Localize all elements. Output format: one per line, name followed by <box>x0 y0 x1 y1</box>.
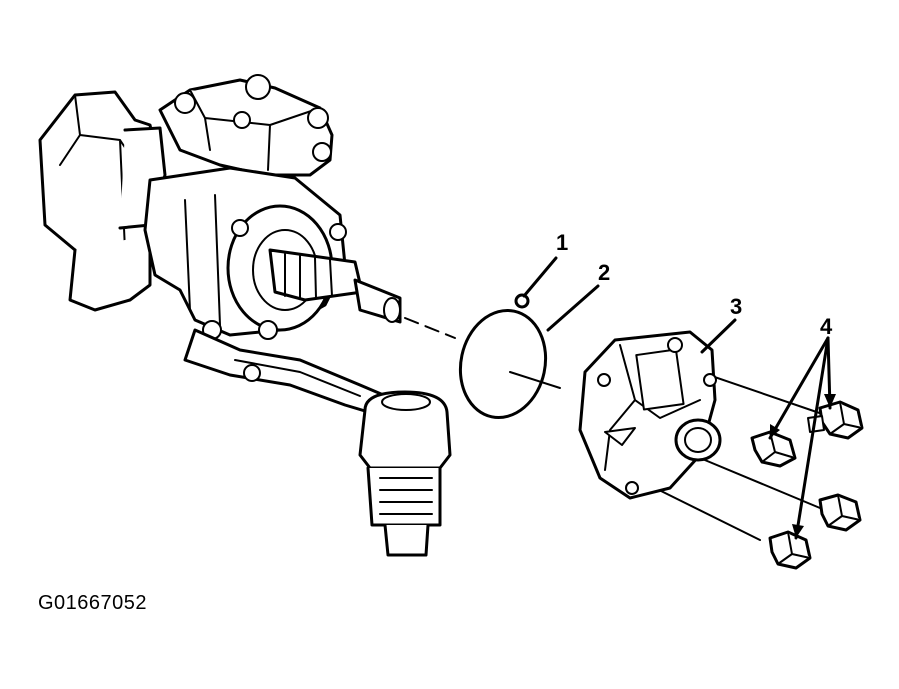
callout-1: 1 <box>556 230 568 255</box>
o-ring-seal <box>514 293 530 309</box>
callout-4: 4 <box>820 314 833 339</box>
bolt-c <box>818 493 862 532</box>
housing-end-cover <box>578 330 722 500</box>
callout-2: 2 <box>598 260 610 285</box>
bolt-a <box>750 430 797 468</box>
steering-gear-housing <box>38 74 452 557</box>
cover-gasket <box>458 308 548 420</box>
callout-arrowheads <box>770 394 836 538</box>
callout-3: 3 <box>730 294 742 319</box>
bolt-b <box>807 400 864 440</box>
figure-id: G01667052 <box>38 592 148 614</box>
bolt-d <box>768 530 812 570</box>
cover-bolts <box>750 400 864 570</box>
